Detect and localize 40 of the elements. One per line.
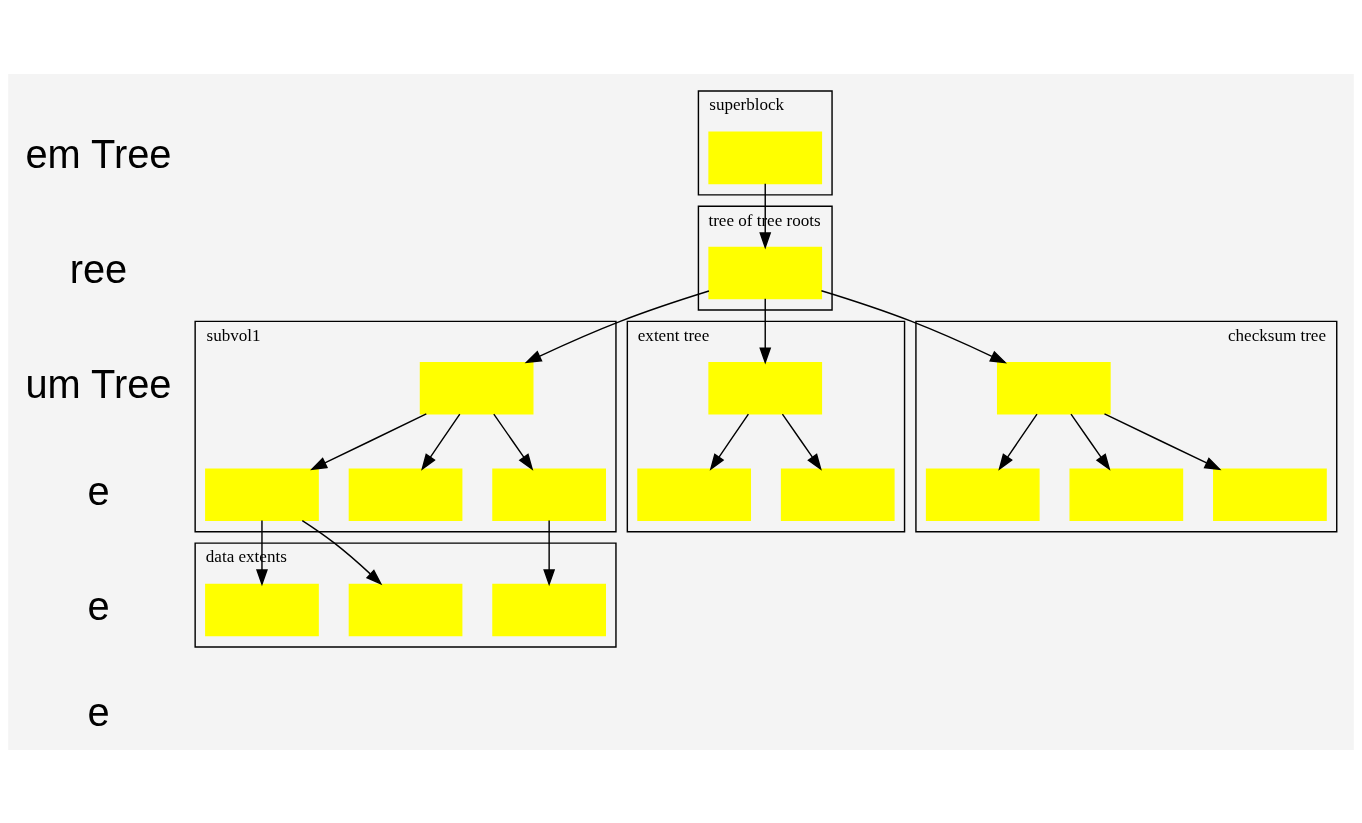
arrow: [781, 413, 822, 471]
node-box: [348, 468, 463, 521]
arrow: [1103, 412, 1222, 470]
cluster: checksum tree: [915, 320, 1338, 532]
node-box: [780, 468, 895, 521]
node-box: [708, 131, 823, 184]
node-box: [708, 246, 823, 299]
node-box: [637, 468, 751, 521]
arrow: [421, 413, 461, 471]
arrow: [310, 412, 427, 470]
cluster: superblock: [697, 89, 833, 196]
label: em Tree: [25, 131, 172, 176]
node-box: [925, 468, 1040, 521]
arrow: [759, 297, 772, 365]
arrow: [1070, 413, 1111, 471]
node-box: [996, 361, 1111, 414]
arrow: [493, 413, 534, 471]
cluster: extent tree: [626, 320, 906, 532]
node-box: [348, 583, 463, 636]
arrow: [820, 289, 1008, 363]
node-box: [205, 583, 319, 636]
label: e: [87, 583, 110, 628]
node-box: [492, 583, 606, 636]
arrow: [998, 413, 1038, 471]
node-box: [419, 361, 534, 414]
cluster: subvol1: [194, 320, 617, 532]
arrow: [709, 413, 750, 471]
arrow: [301, 519, 383, 585]
node-box: [708, 361, 823, 414]
node-box: [492, 468, 606, 521]
label: ree: [69, 246, 128, 291]
label: um Tree: [25, 361, 172, 406]
arrow: [524, 289, 710, 363]
arrow: [256, 519, 268, 586]
node-box: [1213, 468, 1327, 521]
label: e: [87, 689, 110, 734]
node-box: [1069, 468, 1184, 521]
arrow: [543, 519, 556, 586]
label: e: [87, 468, 110, 513]
node-box: [205, 468, 319, 521]
